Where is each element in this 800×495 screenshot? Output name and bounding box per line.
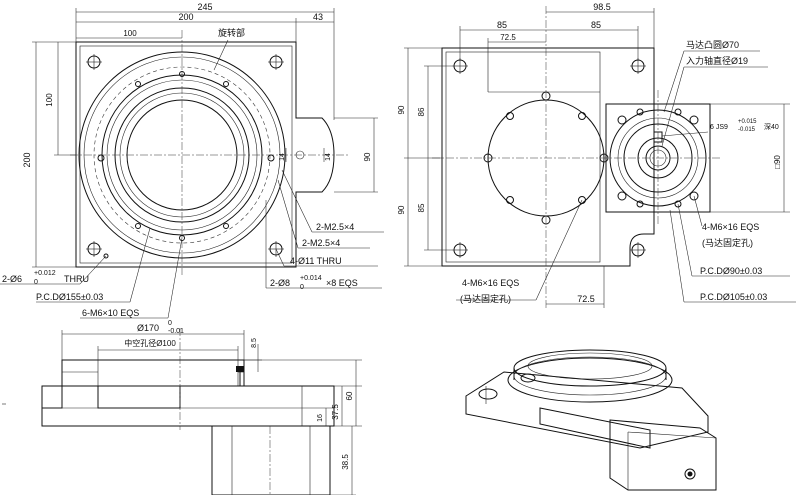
rv-dim-72-5-top: 72.5 — [500, 33, 516, 42]
callout-m25-a: 2-M2.5×4 — [316, 222, 354, 232]
sv-dim-60: 60 — [345, 391, 354, 400]
callout-dowel6-thru: THRU — [64, 274, 89, 284]
sv-dim-8-5: 8.5 — [251, 338, 258, 348]
dim-14-a: 14 — [279, 153, 286, 161]
dim-90-tab: 90 — [363, 152, 372, 161]
rv-dim-85-left: 85 — [497, 20, 507, 30]
corner-hole-tr — [268, 54, 284, 70]
rv-motor-holes-b: 4-M6×16 EQS — [702, 222, 759, 232]
rv-motor-holes-a: 4-M6×16 EQS — [462, 278, 519, 288]
rv-keyway-tol-up: +0.015 — [738, 119, 757, 125]
rv-hole-tr — [630, 58, 646, 74]
rv-pcd90: P.C.DØ90±0.03 — [700, 266, 762, 276]
sv-dim-16: 16 — [317, 414, 324, 422]
right-view: 98.5 85 85 72.5 90 90 86 85 □90 马达凸圆Ø70 — [397, 2, 796, 310]
dim-200: 200 — [178, 12, 193, 22]
rv-motor-holes-a-note: (马达固定孔) — [460, 293, 511, 304]
callout-thru11: 4-Ø11 THRU — [290, 256, 342, 266]
callout-dowel6-tol-low: 0 — [34, 279, 38, 286]
sv-dim-170: Ø170 — [137, 323, 159, 333]
corner-hole-tl — [86, 54, 102, 70]
callout-m25-b: 2-M2.5×4 — [302, 238, 340, 248]
callout-dowel8: 2-Ø8 — [270, 278, 290, 288]
sv-dim-38-5: 38.5 — [341, 454, 350, 470]
rv-keyway: 6 JS9 — [710, 124, 728, 131]
isometric-view — [465, 349, 717, 491]
section-view: Ø170 0 -0.01 中空孔径Ø100 8.5 60 37.5 16 38.… — [41, 320, 362, 495]
callout-dowel8-depth: ×8 EQS — [326, 278, 358, 288]
callout-m6x10: 6-M6×10 EQS — [82, 308, 139, 318]
rv-hole-bl — [452, 242, 468, 258]
rotating-part-label: 旋转部 — [218, 27, 245, 38]
dim-100-h: 100 — [123, 29, 137, 38]
sv-dim-hollow: 中空孔径Ø100 — [124, 338, 176, 348]
callout-dowel8-tol-low: 0 — [300, 284, 304, 291]
dim-245: 245 — [197, 2, 212, 12]
rv-motor-boss: 马达凸圆Ø70 — [686, 39, 739, 50]
front-view: 245 200 43 100 旋转部 200 100 90 14 14 2-M — [0, 2, 384, 319]
rv-hole-br — [630, 242, 646, 258]
rv-dim-90-b: 90 — [397, 205, 406, 214]
rv-dim-72-5-bottom: 72.5 — [577, 294, 595, 304]
rv-dim-85-right: 85 — [591, 20, 601, 30]
rv-input-shaft: 入力轴直径Ø19 — [686, 55, 748, 66]
rv-motor-holes-b-note: (马达固定孔) — [702, 237, 753, 248]
rv-keyway-tol-low: -0.015 — [738, 127, 756, 133]
rv-dim-85-b: 85 — [417, 203, 426, 212]
rv-keyway-depth: 深40 — [764, 122, 779, 131]
rv-dim-90-a: 90 — [397, 105, 406, 114]
rv-dim-86: 86 — [417, 107, 426, 116]
dim-200-v: 200 — [22, 152, 32, 167]
rv-hole-tl — [452, 58, 468, 74]
sv-dim-37-5: 37.5 — [331, 404, 340, 420]
rv-pcd105: P.C.DØ105±0.03 — [700, 292, 767, 302]
corner-hole-bl — [86, 241, 102, 257]
callout-dowel8-tol-up: +0.014 — [300, 275, 322, 282]
sv-dim-170-tol-up: 0 — [168, 320, 172, 327]
dim-43: 43 — [313, 12, 323, 22]
dim-100-v: 100 — [45, 93, 54, 107]
rv-dim-sq90: □90 — [773, 155, 782, 169]
dim-14-b: 14 — [325, 153, 332, 161]
rv-dim-98-5: 98.5 — [593, 2, 611, 12]
callout-pcd155: P.C.DØ155±0.03 — [36, 292, 103, 302]
sv-dim-170-tol-low: -0.01 — [168, 328, 184, 335]
callout-dowel6-tol-up: +0.012 — [34, 270, 56, 277]
callout-dowel6: 2-Ø6 — [2, 274, 22, 284]
